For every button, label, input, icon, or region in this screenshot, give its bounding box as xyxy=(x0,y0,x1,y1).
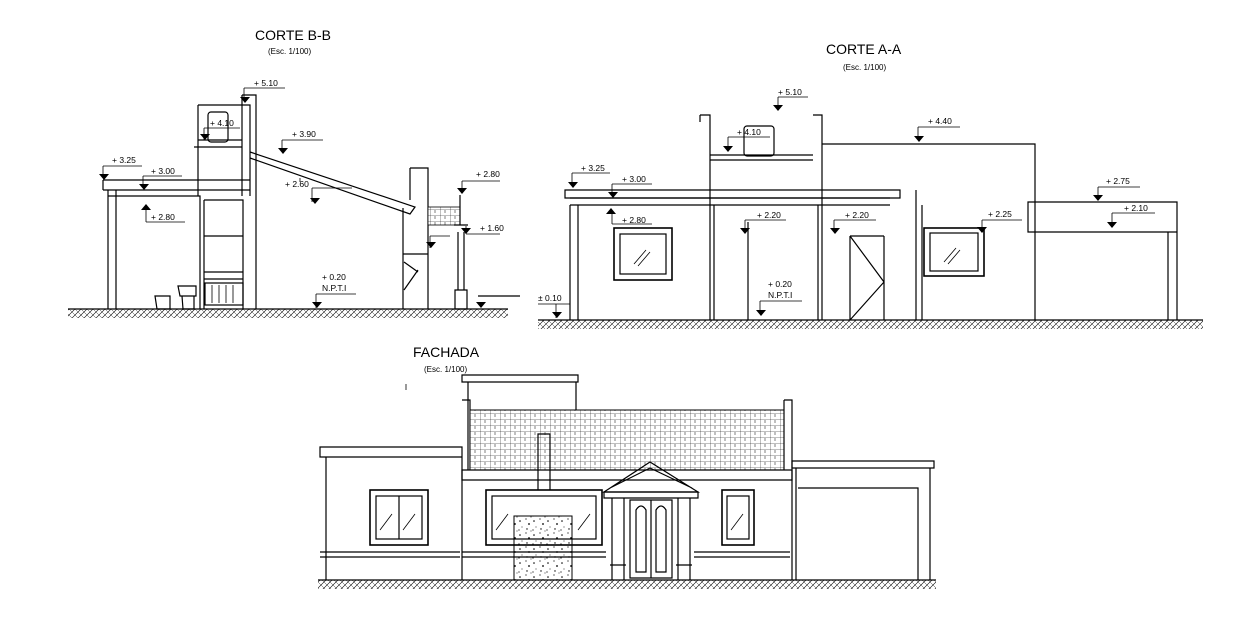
slab xyxy=(564,189,901,199)
level-marker: + 3.00 xyxy=(608,174,652,198)
level-marker: ± 0.10 xyxy=(538,293,570,318)
outer-wall xyxy=(569,197,890,320)
level-marker: + 2.80 xyxy=(606,208,652,225)
svg-text:+ 4.10: + 4.10 xyxy=(210,118,234,128)
svg-text:+ 2.75: + 2.75 xyxy=(1106,176,1130,186)
right-wall xyxy=(402,167,429,309)
level-marker: + 2.80 xyxy=(457,169,500,194)
parapet xyxy=(461,374,579,470)
bidet xyxy=(154,295,171,310)
interior-walls xyxy=(713,205,819,320)
level-marker: + 2.60 xyxy=(285,179,352,204)
stone-base xyxy=(513,515,573,581)
svg-text:+ 2.60: + 2.60 xyxy=(285,179,309,189)
svg-text:± 0.10: ± 0.10 xyxy=(538,293,562,303)
level-marker: + 3.25 xyxy=(99,155,142,180)
left-room xyxy=(108,195,201,309)
section-bb-scale: (Esc. 1/100) xyxy=(268,47,311,56)
left-slab xyxy=(102,179,250,309)
kitchen-cabinets xyxy=(203,199,244,309)
water-tank xyxy=(743,125,775,157)
brick-band xyxy=(427,206,461,226)
svg-text:+ 2.80: + 2.80 xyxy=(151,212,175,222)
facade: FACHADA (Esc. 1/100) xyxy=(318,344,936,589)
level-marker: + 2.75 xyxy=(1093,176,1140,201)
entrance-door xyxy=(629,499,673,579)
tank-box xyxy=(194,104,251,196)
level-marker: + 5.10 xyxy=(240,78,285,103)
central-cornice xyxy=(461,469,793,481)
svg-text:+ 2.80: + 2.80 xyxy=(476,169,500,179)
tall-wall xyxy=(241,94,257,309)
level-marker: + 1.60 xyxy=(461,223,504,235)
stair-detail xyxy=(403,261,419,291)
section-aa-title: CORTE A-A xyxy=(826,41,902,57)
svg-text:+ 2.20: + 2.20 xyxy=(845,210,869,220)
section-aa-scale: (Esc. 1/100) xyxy=(843,63,886,72)
column xyxy=(454,195,468,310)
level-marker: + 3.90 xyxy=(278,129,323,154)
svg-text:+ 5.10: + 5.10 xyxy=(778,87,802,97)
svg-text:N.P.T.I: N.P.T.I xyxy=(768,290,792,300)
ground-hatch xyxy=(318,580,936,589)
svg-text:+ 1.60: + 1.60 xyxy=(480,223,504,233)
toilet xyxy=(177,285,197,310)
tower xyxy=(699,114,823,320)
svg-text:+ 3.00: + 3.00 xyxy=(151,166,175,176)
level-marker: + 2.80 xyxy=(141,204,185,223)
level-marker: + 0.20 N.P.T.I xyxy=(312,272,356,308)
section-bb-title: CORTE B-B xyxy=(255,27,331,43)
level-marker: + 0.20 N.P.T.I xyxy=(756,279,802,316)
door xyxy=(849,235,885,321)
right-block xyxy=(822,143,1036,320)
svg-text:+ 2.25: + 2.25 xyxy=(988,209,1012,219)
level-marker: + 2.25 xyxy=(977,209,1022,233)
right-wing xyxy=(791,460,935,580)
sloped-roof xyxy=(249,151,416,215)
level-marker: + 3.00 xyxy=(139,166,182,190)
portico-columns xyxy=(610,498,692,580)
facade-scale: (Esc. 1/100) xyxy=(424,365,467,374)
level-marker: + 4.10 xyxy=(200,118,240,140)
level-marker: + 4.10 xyxy=(723,127,770,152)
facade-title: FACHADA xyxy=(413,344,480,360)
svg-text:+ 4.10: + 4.10 xyxy=(737,127,761,137)
level-marker: + 5.10 xyxy=(773,87,808,111)
svg-text:+ 3.90: + 3.90 xyxy=(292,129,316,139)
window xyxy=(923,227,985,277)
canopy xyxy=(1027,201,1178,320)
svg-text:+ 0.20: + 0.20 xyxy=(768,279,792,289)
level-marker: + 2.20 xyxy=(740,210,786,234)
section-aa: CORTE A-A (Esc. 1/100) + 5.10 + 4 xyxy=(538,41,1203,329)
cabinet-doors xyxy=(204,282,244,306)
svg-text:+ 5.10: + 5.10 xyxy=(254,78,278,88)
level-marker: + 2.10 xyxy=(1107,203,1155,228)
svg-text:+ 3.25: + 3.25 xyxy=(581,163,605,173)
svg-text:+ 0.20: + 0.20 xyxy=(322,272,346,282)
ground-hatch xyxy=(68,309,508,318)
level-marker: + 2.20 xyxy=(830,210,876,234)
svg-text:+ 3.00: + 3.00 xyxy=(622,174,646,184)
level-marker: + 3.25 xyxy=(568,163,610,188)
tiled-roof xyxy=(469,409,785,471)
svg-text:+ 3.25: + 3.25 xyxy=(112,155,136,165)
svg-text:N.P.T.I: N.P.T.I xyxy=(322,283,346,293)
section-bb: CORTE B-B (Esc. 1/100) + 5.10 xyxy=(68,27,520,318)
svg-text:+ 2.20: + 2.20 xyxy=(757,210,781,220)
svg-text:+ 2.10: + 2.10 xyxy=(1124,203,1148,213)
ground-hatch xyxy=(538,320,1203,329)
svg-text:+ 4.40: + 4.40 xyxy=(928,116,952,126)
svg-text:+ 2.80: + 2.80 xyxy=(622,215,646,225)
level-marker: + 4.40 xyxy=(914,116,960,142)
water-tank xyxy=(207,111,229,143)
